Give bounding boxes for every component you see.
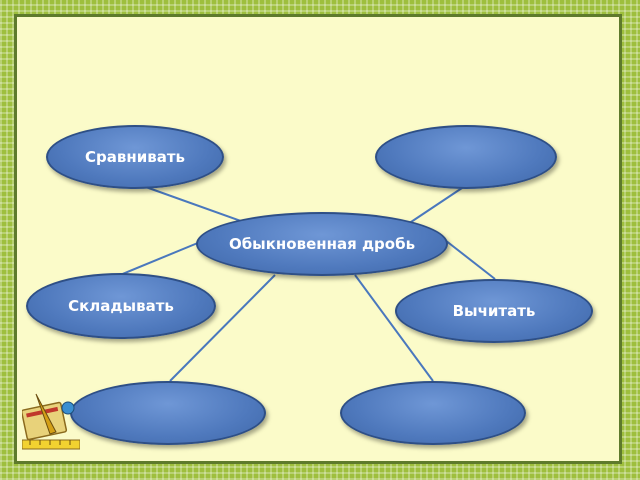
node-center-label: Обыкновенная дробь bbox=[228, 234, 416, 253]
connector-top-right bbox=[404, 185, 466, 227]
node-subtract-label: Вычитать bbox=[452, 301, 536, 320]
node-top-right[interactable] bbox=[375, 125, 557, 189]
connector-bottom-left bbox=[169, 274, 276, 382]
node-add[interactable]: Складывать bbox=[26, 273, 216, 339]
node-bottom-right[interactable] bbox=[340, 381, 526, 445]
connector-add bbox=[119, 239, 206, 276]
connector-subtract bbox=[444, 239, 496, 280]
node-subtract[interactable]: Вычитать bbox=[395, 279, 593, 343]
school-supplies-icon bbox=[22, 393, 80, 450]
node-compare[interactable]: Сравнивать bbox=[46, 125, 224, 189]
node-center[interactable]: Обыкновенная дробь bbox=[196, 212, 448, 276]
node-add-label: Складывать bbox=[68, 296, 174, 315]
node-bottom-left[interactable] bbox=[70, 381, 266, 445]
node-compare-label: Сравнивать bbox=[84, 147, 186, 166]
connector-bottom-right bbox=[354, 274, 434, 382]
